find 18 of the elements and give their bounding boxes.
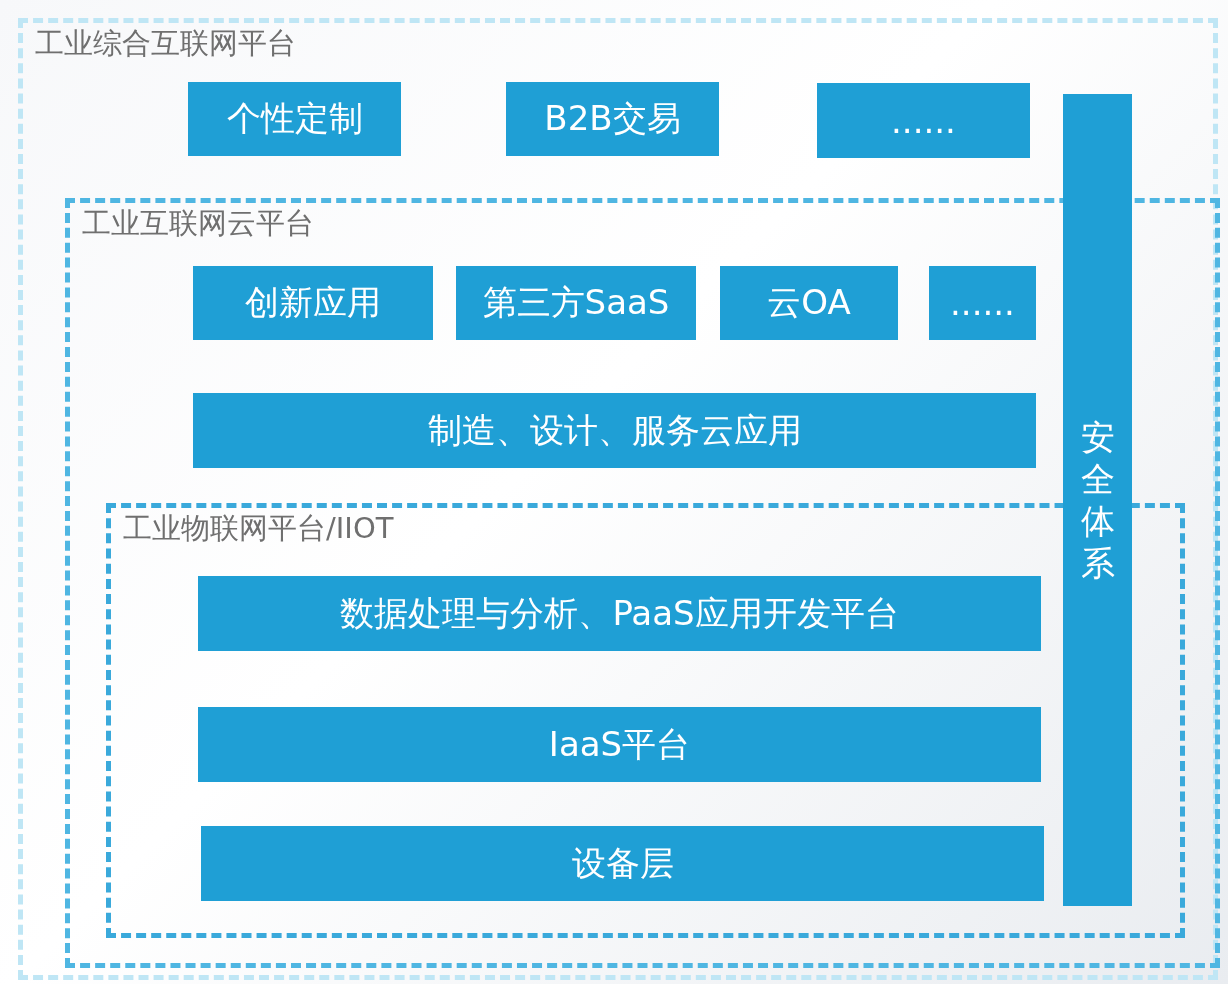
group-title: 工业互联网云平台 xyxy=(82,205,314,241)
layer-box: 个性定制 xyxy=(188,82,401,156)
layer-box: 设备层 xyxy=(201,826,1044,901)
layer-box: 创新应用 xyxy=(193,266,433,340)
group-title: 工业综合互联网平台 xyxy=(35,25,296,61)
dashed-group-frame xyxy=(18,18,1218,980)
vertical-layer-bar: 安全体系 xyxy=(1063,94,1132,906)
layer-box: B2B交易 xyxy=(506,82,719,156)
layer-box: 数据处理与分析、PaaS应用开发平台 xyxy=(198,576,1041,651)
layer-box: 第三方SaaS xyxy=(456,266,696,340)
dashed-group-frame xyxy=(106,503,1185,938)
layer-box: 云OA xyxy=(720,266,898,340)
layer-box: ...... xyxy=(817,83,1030,158)
layer-box: ...... xyxy=(929,266,1036,340)
layer-box: 制造、设计、服务云应用 xyxy=(193,393,1036,468)
layer-box: IaaS平台 xyxy=(198,707,1041,782)
dashed-group-frame xyxy=(65,198,1220,968)
group-title: 工业物联网平台/IIOT xyxy=(123,510,394,546)
